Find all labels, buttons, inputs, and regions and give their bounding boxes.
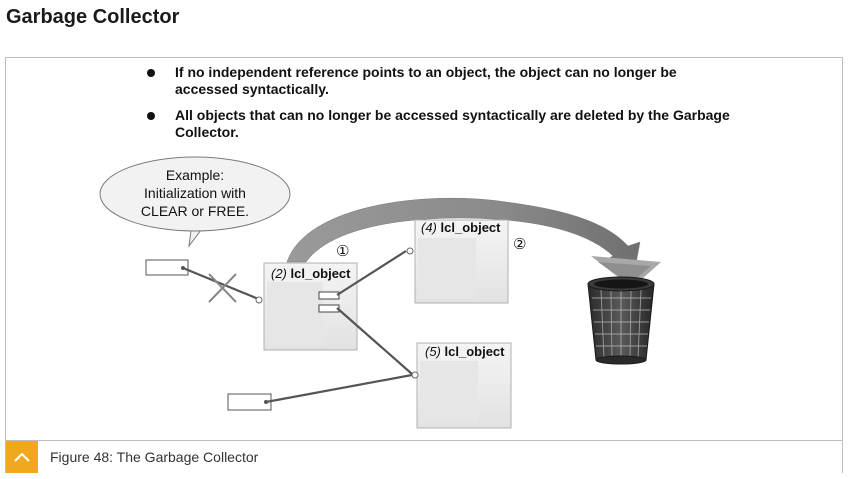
bubble-line-1: Example: <box>166 167 224 183</box>
chevron-up-icon[interactable] <box>6 441 38 473</box>
bullet-text: If no independent reference points to an… <box>175 64 677 97</box>
figure-caption-bar: Figure 48: The Garbage Collector <box>6 440 842 473</box>
x-mark-icon <box>208 273 237 303</box>
reference-variable-2 <box>227 393 272 411</box>
object-4-label: (4) lcl_object <box>421 220 501 235</box>
bubble-line-3: CLEAR or FREE. <box>141 203 249 219</box>
bullet-dot-icon <box>147 69 155 77</box>
trash-basket-icon <box>587 276 655 365</box>
deleted-reference-line <box>182 266 262 302</box>
arrow-head-icon <box>591 256 661 288</box>
bullet-list: If no independent reference points to an… <box>143 64 743 150</box>
reference-line-var2-to-object-5 <box>265 373 413 404</box>
step-2-marker: ② <box>513 235 526 253</box>
object-2-box: (2) lcl_object <box>255 262 358 351</box>
bullet-item: All objects that can no longer be access… <box>143 107 743 141</box>
bullet-text: All objects that can no longer be access… <box>175 107 730 140</box>
example-speech-bubble: Example: Initialization with CLEAR or FR… <box>99 156 291 248</box>
garbage-collector-diagram: Example: Initialization with CLEAR or FR… <box>99 156 661 429</box>
page-title: Garbage Collector <box>6 6 180 28</box>
reference-attribute-a <box>318 291 340 300</box>
reference-line-to-object-5 <box>336 307 413 375</box>
figure-caption: Figure 48: The Garbage Collector <box>50 449 259 465</box>
step-1-marker: ① <box>336 242 349 260</box>
reference-variable-1 <box>145 259 189 276</box>
object-4-box: (4) lcl_object <box>406 219 509 304</box>
bullet-dot-icon <box>147 112 155 120</box>
bubble-line-2: Initialization with <box>144 185 246 201</box>
bullet-item: If no independent reference points to an… <box>143 64 743 98</box>
object-2-label: (2) lcl_object <box>271 266 351 281</box>
reference-line-to-object-4 <box>336 250 407 296</box>
object-5-label: (5) lcl_object <box>425 344 505 359</box>
reference-attribute-b <box>318 304 340 313</box>
object-5-box: (5) lcl_object <box>411 342 512 429</box>
